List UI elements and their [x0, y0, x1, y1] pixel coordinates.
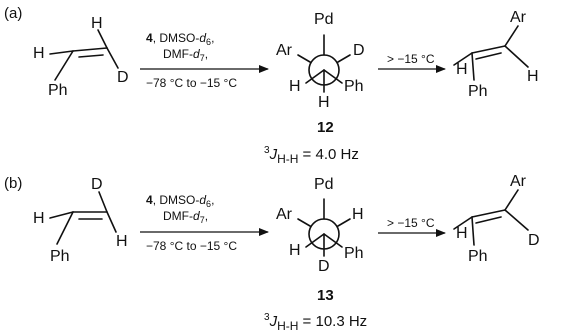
temp-label-a: > −15 °C: [387, 52, 435, 66]
reactant-b-left-atom: H: [33, 210, 45, 227]
reactant-a-ph: Ph: [48, 82, 68, 99]
reactant-a-right-atom: D: [117, 69, 129, 86]
temperature-arrow-a: > −15 °C: [378, 52, 446, 73]
newman-13-top: Pd: [314, 176, 334, 193]
panel-b: (b) D H H Ph 4, DMSO-d6, DMF-d7, −78 °C …: [4, 173, 540, 330]
coupling-constant-a: 3JH-H = 4.0 Hz: [264, 145, 359, 166]
reaction-arrow-b: 4, DMSO-d6, DMF-d7, −78 °C to −15 °C: [140, 193, 269, 253]
conditions-b-line2: DMF-d7,: [163, 209, 208, 225]
conditions-a-line2: DMF-d7,: [163, 47, 208, 63]
product-a-ph: Ph: [468, 83, 488, 100]
newman-12-top: Pd: [314, 11, 334, 28]
conditions-a-temp: −78 °C to −15 °C: [146, 76, 237, 90]
product-b-right: D: [528, 232, 540, 249]
product-b-top: Ar: [510, 173, 527, 190]
product-b: Ar H D Ph: [453, 173, 540, 265]
product-a-top: Ar: [510, 9, 527, 26]
product-a: Ar H H Ph: [453, 9, 539, 100]
newman-projection-13: Pd Ar H H Ph D: [276, 176, 364, 275]
newman-12-upper-left: Ar: [276, 42, 293, 59]
reactant-b-top-atom: D: [91, 176, 103, 193]
panel-label-b: (b): [4, 175, 22, 192]
panel-label-a: (a): [4, 5, 22, 22]
reactant-a-left-atom: H: [33, 45, 45, 62]
newman-13-upper-left: Ar: [276, 206, 293, 223]
reactant-b-ph: Ph: [50, 248, 70, 265]
conditions-a-line1: 4, DMSO-d6,: [146, 31, 214, 47]
newman-13-lower-left: H: [289, 242, 301, 259]
newman-12-lower-left: H: [289, 78, 301, 95]
reactant-b-right-atom: H: [116, 233, 128, 250]
temp-label-b: > −15 °C: [387, 216, 435, 230]
newman-13-upper-right: H: [352, 206, 364, 223]
panel-a: (a) H H D Ph 4, DMSO-d6, DMF-d7, −78 °C …: [4, 5, 539, 166]
compound-number-12: 12: [317, 119, 334, 136]
reactant-a-top-atom: H: [91, 15, 103, 32]
conditions-b-line1: 4, DMSO-d6,: [146, 193, 214, 209]
product-a-right: H: [527, 68, 539, 85]
newman-12-upper-right: D: [353, 42, 365, 59]
reactant-a: H H D Ph: [33, 15, 129, 99]
reaction-arrow-a: 4, DMSO-d6, DMF-d7, −78 °C to −15 °C: [140, 31, 269, 90]
newman-12-lower-right: Ph: [344, 78, 364, 95]
newman-12-bottom: H: [318, 94, 330, 111]
compound-number-13: 13: [317, 287, 334, 304]
newman-13-lower-right: Ph: [344, 245, 364, 262]
newman-projection-12: Pd Ar D H Ph H: [276, 11, 365, 111]
temperature-arrow-b: > −15 °C: [378, 216, 446, 237]
product-b-left: H: [456, 225, 468, 242]
coupling-constant-b: 3JH-H = 10.3 Hz: [264, 312, 367, 330]
product-a-left: H: [456, 61, 468, 78]
newman-13-bottom: D: [318, 258, 330, 275]
reactant-b: D H H Ph: [33, 176, 128, 265]
conditions-b-temp: −78 °C to −15 °C: [146, 239, 237, 253]
product-b-ph: Ph: [468, 248, 488, 265]
